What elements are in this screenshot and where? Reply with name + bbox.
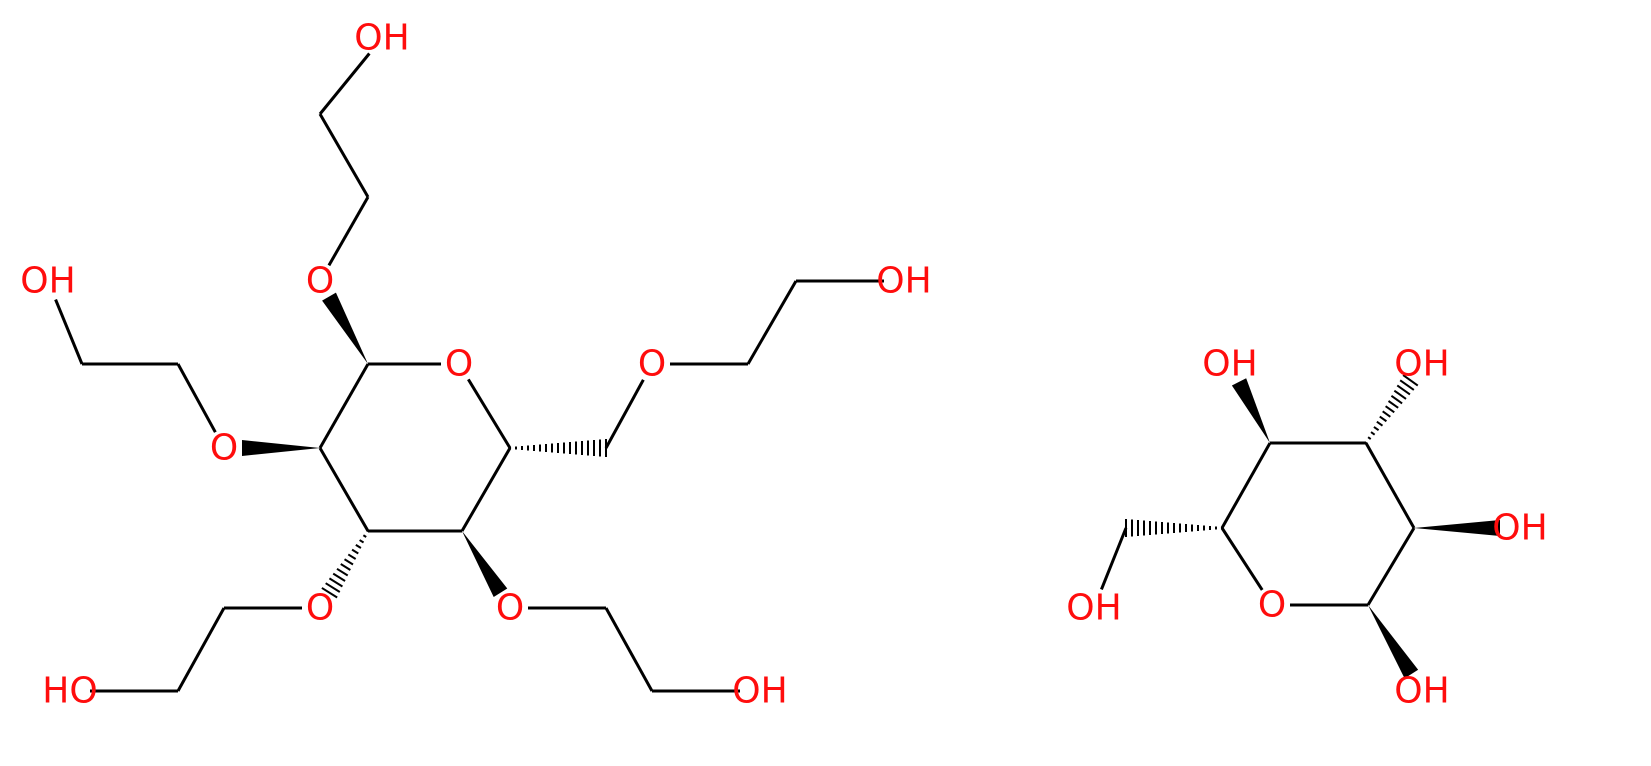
hash-stroke bbox=[1396, 384, 1411, 396]
bonds-layer bbox=[54, 52, 1500, 693]
hash-stroke bbox=[336, 567, 349, 577]
bond-C6-Oa3 bbox=[604, 379, 645, 449]
atom-label-oa1: O bbox=[306, 261, 334, 302]
wedge-bond-C2-Oa2 bbox=[242, 440, 320, 456]
bond-a5c1-a5c2 bbox=[604, 607, 654, 692]
bond-Oa1-a1c1 bbox=[327, 196, 370, 267]
atom-label-oc2: O bbox=[1258, 585, 1286, 626]
atom-label-oh4: HO bbox=[42, 671, 97, 712]
atom-label-oa3: O bbox=[638, 344, 666, 385]
atom-label-ohb5: OH bbox=[1066, 588, 1121, 629]
ring-bond bbox=[1366, 527, 1416, 606]
hash-stroke bbox=[1376, 420, 1384, 427]
atom-label-oh1: OH bbox=[354, 18, 409, 59]
ring-bond bbox=[1364, 442, 1416, 529]
hash-stroke bbox=[325, 582, 341, 593]
hash-stroke bbox=[1382, 410, 1391, 418]
atom-label-ohb3: OH bbox=[1394, 344, 1449, 385]
atom-label-oa4: O bbox=[306, 588, 334, 629]
hash-stroke bbox=[359, 539, 365, 544]
hash-stroke bbox=[332, 572, 346, 582]
bond-Oa2-a2c1 bbox=[176, 363, 217, 433]
atom-label-oa5: O bbox=[496, 588, 524, 629]
wedge-bond-D2-OHb2 bbox=[1414, 520, 1500, 536]
hash-stroke bbox=[351, 548, 359, 555]
atom-label-ohb2: OH bbox=[1492, 508, 1547, 549]
ring-bond bbox=[1220, 442, 1272, 529]
hash-stroke bbox=[362, 534, 367, 538]
ring-bond bbox=[460, 447, 512, 532]
hash-stroke bbox=[328, 577, 343, 588]
hash-stroke bbox=[1364, 441, 1368, 445]
hash-stroke bbox=[1390, 395, 1403, 405]
hashed-bond-D5-D6 bbox=[1125, 519, 1223, 537]
ring-bond bbox=[1220, 527, 1264, 591]
bond-a1c1-a1c2 bbox=[318, 113, 370, 198]
hash-stroke bbox=[1385, 405, 1395, 414]
bond-a2c2-OH2 bbox=[54, 298, 84, 365]
wedge-bond-C4-Oa5 bbox=[462, 531, 508, 597]
hash-stroke bbox=[347, 553, 357, 560]
ring-bond bbox=[467, 378, 512, 449]
bond-a1c2-OH1 bbox=[318, 52, 371, 115]
hash-stroke bbox=[1379, 415, 1387, 423]
wedge-bond-D4-OHb4 bbox=[1231, 378, 1270, 443]
hash-stroke bbox=[340, 563, 351, 571]
hash-stroke bbox=[1393, 389, 1407, 400]
wedge-bond-C1-Oa1 bbox=[322, 292, 368, 364]
hash-stroke bbox=[1402, 374, 1419, 387]
hash-stroke bbox=[343, 558, 354, 566]
atom-label-oh2: OH bbox=[20, 261, 75, 302]
wedge-bond-D1-OHb1 bbox=[1368, 605, 1419, 679]
hash-stroke bbox=[1373, 426, 1380, 431]
ring-bond bbox=[318, 447, 370, 532]
hashed-bond-D3-OHb3 bbox=[1364, 374, 1419, 445]
hash-stroke bbox=[1387, 400, 1399, 409]
atom-label-oa2: O bbox=[210, 428, 238, 469]
bond-D6-OHb5 bbox=[1100, 527, 1128, 590]
atom-label-ohb1: OH bbox=[1394, 671, 1449, 712]
hash-stroke bbox=[1367, 436, 1372, 440]
atom-label-oc1: O bbox=[445, 344, 473, 385]
ring-bond bbox=[318, 363, 370, 449]
bond-a4c1-a4c2 bbox=[176, 607, 226, 692]
hash-stroke bbox=[355, 543, 362, 549]
hash-stroke bbox=[321, 587, 338, 599]
atom-label-oh3: OH bbox=[876, 261, 931, 302]
hash-stroke bbox=[1370, 431, 1376, 436]
atom-label-oh5: OH bbox=[732, 671, 787, 712]
hash-stroke bbox=[366, 529, 370, 533]
atom-label-ohb4: OH bbox=[1202, 344, 1257, 385]
bond-a3c1-a3c2 bbox=[746, 280, 798, 365]
hashed-bond-C3-Oa4 bbox=[321, 529, 370, 599]
hashed-bond-C5-C6 bbox=[509, 439, 607, 457]
hash-stroke bbox=[1399, 379, 1415, 391]
